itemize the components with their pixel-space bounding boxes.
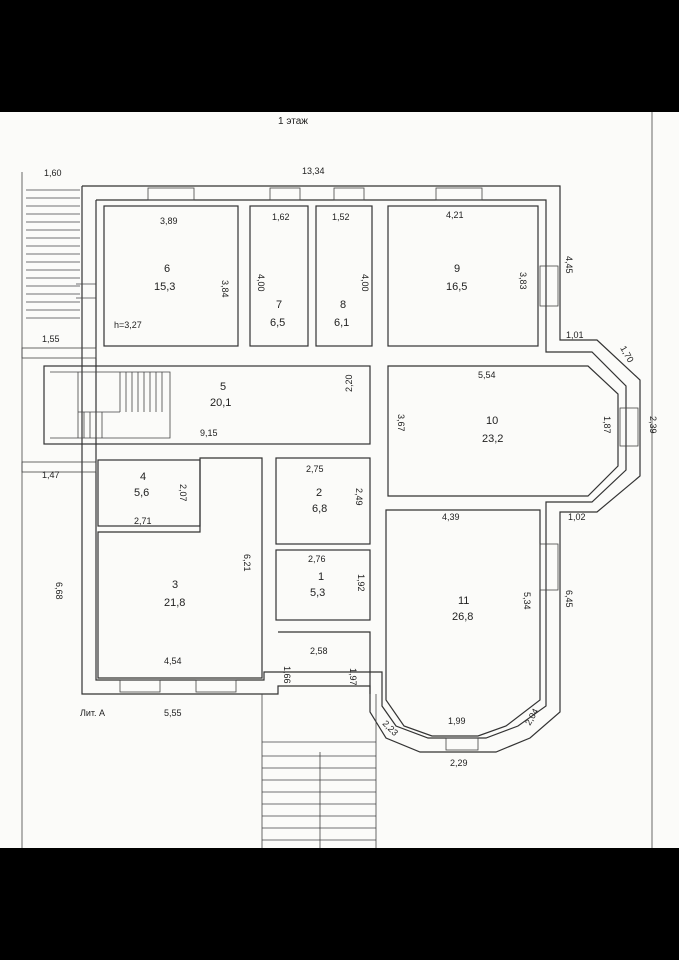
dimension: 1,99 [448,716,466,726]
dimension: 1,01 [566,330,584,340]
room-number: 6 [164,263,170,275]
room-area: 20,1 [210,397,231,409]
room-number: 10 [486,415,498,427]
dimension: 5,54 [478,370,496,380]
dimension: 1,02 [568,512,586,522]
dimension: 2,71 [134,516,152,526]
litera-label: Лит. А [80,708,105,718]
stairs-hall [50,371,171,439]
room-area: 6,5 [270,317,285,329]
dimension: 1,47 [42,470,60,480]
dimension: 4,00 [360,274,370,292]
dimension: 6,68 [54,582,64,600]
room-1 [275,549,371,621]
room-area: 16,5 [446,281,467,293]
room-area: 5,6 [134,487,149,499]
dimension: 5,34 [522,592,532,610]
dimension: 3,89 [160,216,178,226]
dimension: 1,60 [44,168,62,178]
dimension: 4,21 [446,210,464,220]
room-11 [385,509,541,737]
dimension: 5,55 [164,708,182,718]
dimension: 2,49 [354,488,364,506]
dimension: 6,45 [564,590,574,608]
dimension: 4,00 [256,274,266,292]
dimension: 1,70 [618,344,635,364]
floor-title: 1 этаж [278,116,308,127]
dimension: 9,15 [200,428,218,438]
room-area: 26,8 [452,611,473,623]
room-8 [315,205,373,347]
dimension: 4,39 [442,512,460,522]
dimension: 1,92 [356,574,366,592]
dimension: 2,29 [450,758,468,768]
room-number: 2 [316,487,322,499]
entrance-vestibule [278,631,371,694]
dimension: 2,07 [178,484,188,502]
dimension: 1,87 [602,416,612,434]
room-3 [97,457,263,679]
room-number: 1 [318,571,324,583]
room-number: 11 [458,595,469,607]
room-number: 8 [340,299,346,311]
dimension: 1,62 [272,212,290,222]
room-number: 4 [140,471,146,483]
floor-plan: 1 этаж Лит. А h=3,27 6 15,3 7 6,5 8 6,1 … [21,112,658,848]
dimension: 3,84 [220,280,230,298]
room-5 [43,365,371,445]
windows [119,187,639,751]
dimension: 2,58 [310,646,328,656]
dimension: 4,45 [564,256,574,274]
dimension: 1,52 [332,212,350,222]
room-6 [103,205,239,347]
dimension: 2,04 [523,707,540,727]
room-10 [387,365,619,497]
dimension-labels: 13,34 1,60 3,89 3,84 1,62 4,00 1,52 4,00… [42,166,658,768]
stairs-top-left [26,189,96,319]
room-7 [249,205,309,347]
dimension: 2,75 [306,464,324,474]
room-labels: 6 15,3 7 6,5 8 6,1 9 16,5 5 20,1 10 23,2… [134,263,503,623]
dimension: 1,55 [42,334,60,344]
wing-bottom [21,461,97,473]
room-area: 6,1 [334,317,349,329]
room-area: 23,2 [482,433,503,445]
room-area: 6,8 [312,503,327,515]
room-area: 15,3 [154,281,175,293]
room-number: 5 [220,381,226,393]
room-area: 5,3 [310,587,325,599]
dimension: 13,34 [302,166,325,176]
room-number: 3 [172,579,178,591]
dimension: 1,66 [282,666,292,684]
entrance-stairs [261,694,377,848]
room-9 [387,205,539,347]
dimension: 3,67 [396,414,406,432]
plan-sheet: 1 этаж Лит. А h=3,27 6 15,3 7 6,5 8 6,1 … [0,112,679,848]
outer-wall [81,185,641,753]
dimension: 3,83 [518,272,528,290]
dimension: 1,97 [348,668,358,686]
dimension: 6,21 [242,554,252,572]
inner-outline [95,199,627,739]
room-number: 7 [276,299,282,311]
room-area: 21,8 [164,597,185,609]
room-2 [275,457,371,545]
wing-top [21,347,97,359]
room-number: 9 [454,263,460,275]
dimension: 2,76 [308,554,326,564]
height-note: h=3,27 [114,320,142,330]
dimension: 2,20 [344,374,354,392]
dimension: 2,39 [648,416,658,434]
dimension: 4,54 [164,656,182,666]
